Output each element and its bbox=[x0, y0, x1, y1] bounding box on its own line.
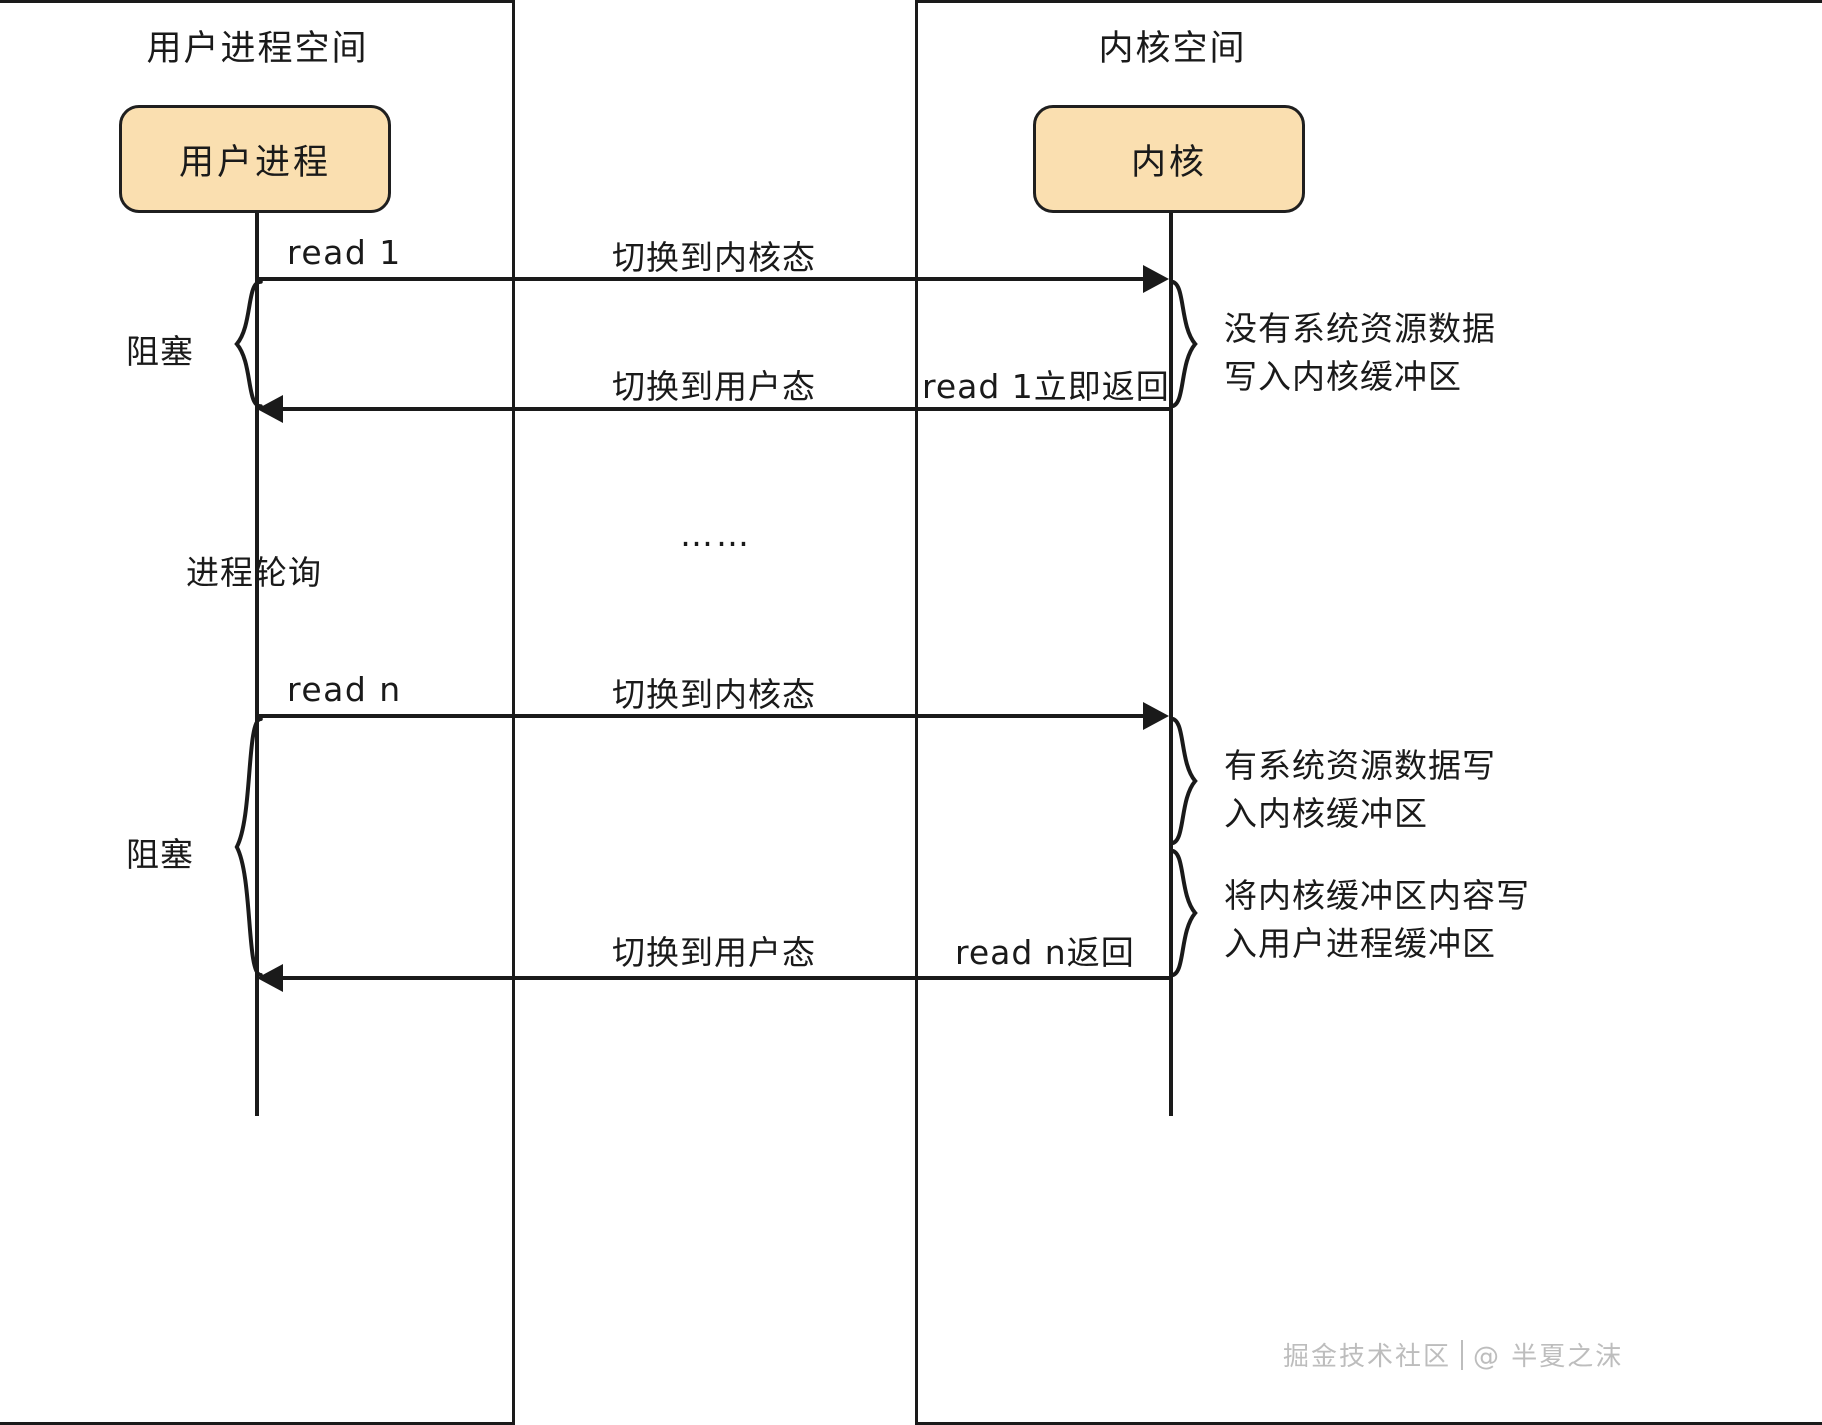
watermark: 掘金技术社区 @ 半夏之沫 bbox=[1283, 1336, 1623, 1373]
label-process-polling: 进程轮询 bbox=[186, 553, 322, 592]
arrow-readn-request-line bbox=[257, 714, 1145, 718]
label-readn-switch-to-user: 切换到用户态 bbox=[612, 933, 816, 972]
label-read1-switch-to-kernel: 切换到内核态 bbox=[612, 238, 816, 277]
arrow-read1-response-line bbox=[282, 407, 1170, 411]
label-divider-read1 bbox=[915, 355, 918, 410]
note-copy-to-user: 将内核缓冲区内容写 入用户进程缓冲区 bbox=[1224, 876, 1530, 963]
watermark-separator bbox=[1461, 1339, 1464, 1370]
lifeline-kernel bbox=[1169, 213, 1173, 1116]
brace-blocking-2 bbox=[232, 715, 264, 979]
label-readn-return: read n返回 bbox=[955, 933, 1135, 972]
watermark-author: @ 半夏之沫 bbox=[1473, 1342, 1624, 1372]
brace-note-no-data bbox=[1168, 278, 1200, 410]
watermark-site: 掘金技术社区 bbox=[1283, 1342, 1452, 1372]
brace-note-has-data bbox=[1168, 715, 1200, 847]
arrow-readn-response-head bbox=[257, 964, 283, 992]
label-readn-call: read n bbox=[287, 670, 402, 709]
label-divider-readn bbox=[915, 921, 918, 976]
label-read1-switch-to-user: 切换到用户态 bbox=[612, 367, 816, 406]
arrow-read1-request-head bbox=[1143, 265, 1169, 293]
brace-note-copy-to-user bbox=[1168, 847, 1200, 979]
label-read1-call: read 1 bbox=[287, 233, 402, 272]
arrow-readn-response-line bbox=[282, 976, 1170, 980]
actor-kernel[interactable]: 内核 bbox=[1033, 105, 1305, 213]
label-blocking-1: 阻塞 bbox=[126, 332, 194, 371]
label-read1-return: read 1立即返回 bbox=[922, 367, 1170, 406]
arrow-read1-request-line bbox=[257, 277, 1145, 281]
arrow-readn-request-head bbox=[1143, 702, 1169, 730]
brace-blocking-1 bbox=[232, 278, 264, 410]
lane-kernel-space bbox=[915, 0, 1822, 1425]
actor-user-process[interactable]: 用户进程 bbox=[119, 105, 391, 213]
label-ellipsis: …… bbox=[680, 515, 752, 554]
lane-user-space bbox=[0, 0, 515, 1425]
lifeline-user-process bbox=[255, 213, 259, 1116]
note-has-data: 有系统资源数据写 入内核缓冲区 bbox=[1224, 746, 1496, 833]
arrow-read1-response-head bbox=[257, 395, 283, 423]
lane-title-user-space: 用户进程空间 bbox=[146, 29, 369, 69]
label-readn-switch-to-kernel: 切换到内核态 bbox=[612, 675, 816, 714]
note-no-data: 没有系统资源数据 写入内核缓冲区 bbox=[1224, 309, 1496, 396]
label-blocking-2: 阻塞 bbox=[126, 835, 194, 874]
lane-title-kernel-space: 内核空间 bbox=[1098, 29, 1247, 69]
